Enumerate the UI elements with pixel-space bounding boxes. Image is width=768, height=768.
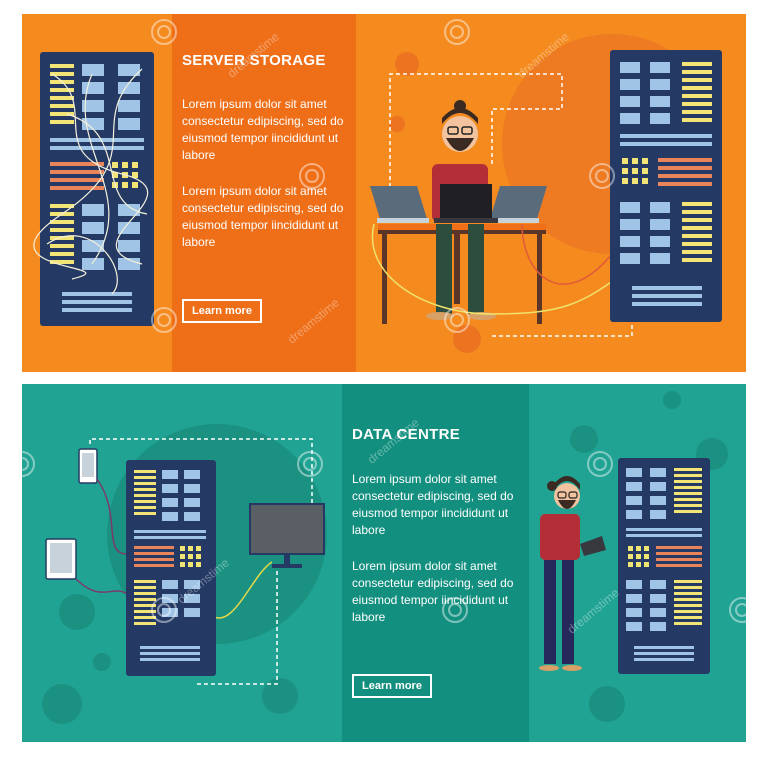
background-dot — [262, 678, 298, 714]
learn-more-button[interactable]: Learn more — [182, 299, 262, 323]
server-rack-icon — [610, 50, 722, 322]
background-dot — [395, 52, 419, 76]
server-storage-title: SERVER STORAGE — [182, 52, 326, 69]
laptop-center-icon — [434, 184, 498, 223]
background-dot — [663, 391, 681, 409]
desk-icon — [378, 224, 546, 324]
monitor-icon — [249, 503, 325, 568]
server-storage-paragraph-2: Lorem ipsum dolor sit amet consectetur e… — [182, 184, 344, 249]
tablet-icon — [45, 538, 77, 580]
connection-lines — [89, 438, 313, 685]
background-dot — [42, 684, 82, 724]
data-centre-text-panel — [342, 384, 529, 742]
background-dot — [570, 425, 598, 453]
background-dot — [59, 594, 95, 630]
tangled-server-rack-icon — [33, 52, 154, 326]
learn-more-button[interactable]: Learn more — [352, 674, 432, 698]
connection-lines — [389, 73, 633, 337]
server-storage-illustration — [33, 19, 722, 353]
watermark-logo-icon — [151, 19, 615, 333]
data-centre-paragraph-2: Lorem ipsum dolor sit amet consectetur e… — [352, 559, 514, 624]
server-storage-banner: dreamstime dreamstime dreamstime SERVER … — [22, 14, 746, 372]
server-storage-text-panel — [172, 14, 356, 372]
background-dot — [589, 686, 625, 722]
data-centre-title: DATA CENTRE — [352, 426, 461, 443]
smartphone-icon — [78, 448, 98, 484]
watermark-logo-icon — [22, 451, 746, 623]
engineer-person-icon — [539, 476, 606, 671]
cables — [371, 223, 623, 315]
server-rack-icon — [618, 458, 710, 674]
server-rack-icon — [126, 460, 216, 676]
background-dot — [453, 325, 481, 353]
data-centre-illustration — [22, 391, 746, 724]
data-centre-banner: dreamstime dreamstime dreamstime DATA CE… — [22, 384, 746, 742]
laptop-left-icon — [370, 186, 429, 223]
server-storage-paragraph-1: Lorem ipsum dolor sit amet consectetur e… — [182, 97, 344, 162]
cables — [75, 478, 273, 619]
background-dot — [93, 653, 111, 671]
laptop-right-icon — [487, 186, 547, 223]
background-dot — [389, 116, 405, 132]
data-centre-paragraph-1: Lorem ipsum dolor sit amet consectetur e… — [352, 472, 514, 537]
